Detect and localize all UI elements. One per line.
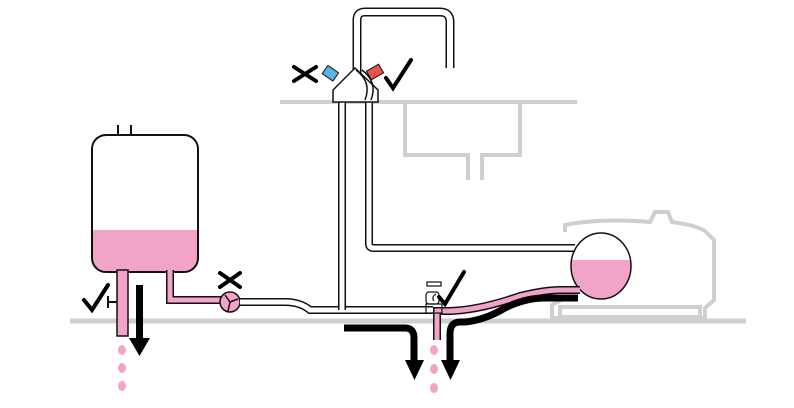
hot-tap-handle[interactable] xyxy=(365,63,385,81)
appliance-outline xyxy=(550,210,716,320)
check-icon xyxy=(384,58,413,92)
waste-arrow-left xyxy=(344,324,424,380)
drip-dots xyxy=(430,345,438,393)
pump[interactable] xyxy=(219,291,241,313)
cross-icon xyxy=(218,271,242,289)
tank-outlet-pipe xyxy=(116,269,129,337)
check-icon xyxy=(437,270,466,308)
tank-liquid xyxy=(92,230,198,272)
tank-valve[interactable] xyxy=(107,296,117,308)
cross-icon xyxy=(292,65,318,83)
check-icon xyxy=(82,283,110,314)
waste-arrow-right xyxy=(441,294,578,380)
hot-supply-pipe xyxy=(365,100,575,252)
storage-tank xyxy=(91,125,199,273)
drip-dots xyxy=(118,345,126,391)
pump-feed-pipe xyxy=(166,270,222,304)
sink xyxy=(280,100,577,180)
tank-drain-arrow xyxy=(129,285,150,356)
cold-tap-handle[interactable] xyxy=(321,64,340,82)
